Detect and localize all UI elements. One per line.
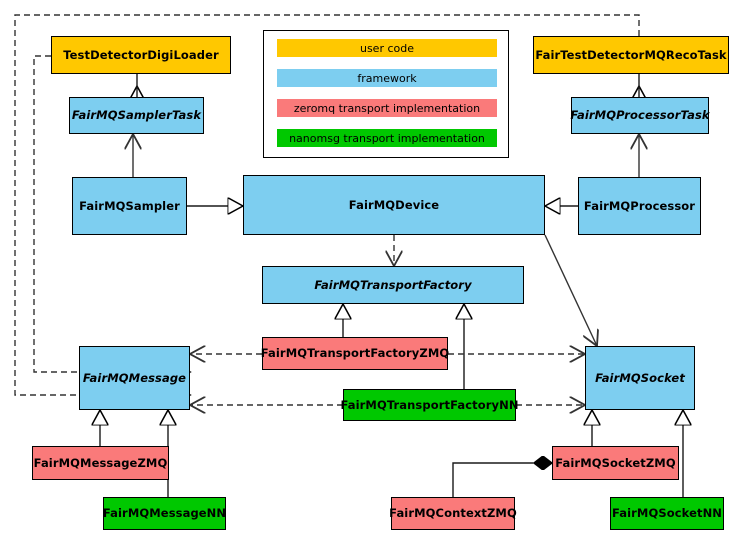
class-node-label: FairMQSamplerTask — [71, 108, 202, 123]
class-node-label: FairMQProcessor — [583, 198, 696, 213]
class-node-label: FairMQSocketZMQ — [555, 455, 676, 470]
class-node-label: FairMQSocket — [595, 370, 685, 385]
class-node-label: FairMQTransportFactoryZMQ — [260, 346, 450, 361]
class-node-label: FairMQTransportFactoryNN — [340, 397, 519, 412]
legend-item-framework: framework — [277, 69, 497, 87]
class-node-FairMQTransportFactory[interactable]: FairMQTransportFactory — [262, 266, 524, 304]
class-node-label: TestDetectorDigiLoader — [63, 47, 219, 62]
edge-recotask-to-message — [14, 14, 640, 395]
class-node-FairMQProcessor[interactable]: FairMQProcessor — [578, 177, 701, 235]
class-node-FairMQSamplerTask[interactable]: FairMQSamplerTask — [69, 97, 204, 134]
legend-label-nanomsg: nanomsg transport implementation — [289, 131, 485, 145]
class-node-label: FairMQMessageNN — [102, 506, 227, 521]
legend-label-zeromq: zeromq transport implementation — [293, 101, 481, 115]
class-node-FairMQSocket[interactable]: FairMQSocket — [585, 346, 695, 410]
class-node-label: FairMQMessage — [82, 370, 187, 385]
legend-panel: user code framework zeromq transport imp… — [263, 30, 509, 158]
class-node-FairMQMessageZMQ[interactable]: FairMQMessageZMQ — [32, 446, 169, 480]
edge-contextzmq-to-socketzmq — [452, 463, 552, 497]
class-node-TestDetectorDigiLoader[interactable]: TestDetectorDigiLoader — [51, 36, 231, 74]
class-node-FairMQTransportFactoryNN[interactable]: FairMQTransportFactoryNN — [340, 389, 519, 421]
class-node-label: FairMQContextZMQ — [389, 506, 517, 521]
class-node-label: FairMQSocketNN — [611, 506, 723, 521]
class-node-FairMQMessageNN[interactable]: FairMQMessageNN — [103, 497, 226, 530]
class-node-FairMQTransportFactoryZMQ[interactable]: FairMQTransportFactoryZMQ — [260, 337, 450, 370]
class-node-label: FairMQDevice — [348, 197, 440, 212]
class-node-FairMQSocketZMQ[interactable]: FairMQSocketZMQ — [552, 446, 679, 480]
legend-item-nanomsg: nanomsg transport implementation — [277, 129, 497, 147]
class-node-FairMQDevice[interactable]: FairMQDevice — [243, 175, 545, 235]
class-node-label: FairTestDetectorMQRecoTask — [535, 47, 727, 62]
legend-label-user-code: user code — [359, 41, 415, 55]
edge-device-to-socket — [544, 234, 597, 346]
class-node-FairMQMessage[interactable]: FairMQMessage — [79, 346, 190, 410]
class-node-FairTestDetectorMQRecoTask[interactable]: FairTestDetectorMQRecoTask — [533, 36, 729, 74]
legend-item-user-code: user code — [277, 39, 497, 57]
legend-label-framework: framework — [357, 71, 417, 85]
class-node-FairMQContextZMQ[interactable]: FairMQContextZMQ — [389, 497, 517, 530]
class-node-label: FairMQMessageZMQ — [33, 455, 168, 470]
legend-item-zeromq: zeromq transport implementation — [277, 99, 497, 117]
class-node-FairMQSampler[interactable]: FairMQSampler — [72, 177, 187, 235]
class-node-label: FairMQProcessorTask — [570, 108, 710, 123]
class-node-label: FairMQTransportFactory — [314, 277, 472, 292]
class-node-FairMQProcessorTask[interactable]: FairMQProcessorTask — [570, 97, 710, 134]
class-node-FairMQSocketNN[interactable]: FairMQSocketNN — [610, 497, 724, 530]
class-node-label: FairMQSampler — [79, 198, 180, 213]
